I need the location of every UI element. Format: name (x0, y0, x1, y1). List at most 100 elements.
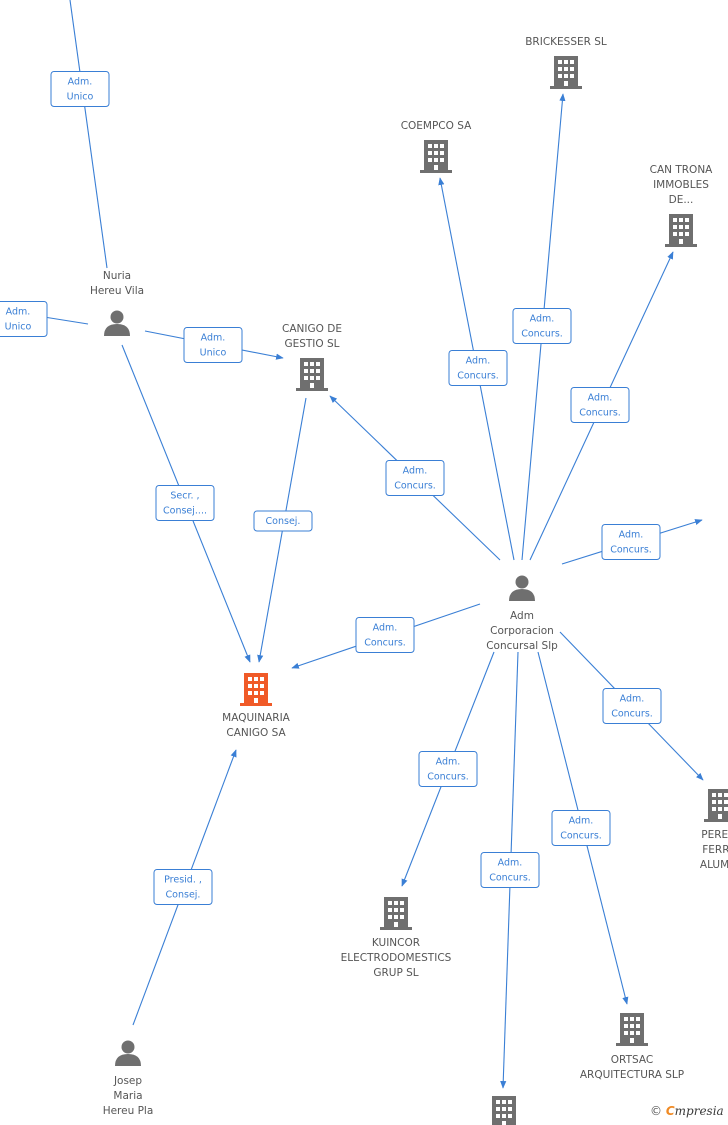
node-brickesser[interactable]: BRICKESSER SL (525, 36, 607, 89)
node-coempco[interactable]: COEMPCO SA (401, 120, 472, 173)
edge-label-text: Adm. (530, 314, 555, 325)
edge-line-e1 (69, 0, 108, 269)
node-kuincor[interactable]: KUINCOR ELECTRODOMESTICS GRUP SL (341, 897, 452, 979)
edge-label-text: Consej.... (163, 506, 207, 517)
node-label: CAN TRONA (650, 164, 714, 176)
edge-label-text: Adm. (373, 623, 398, 634)
node-label: KUINCOR (372, 937, 420, 949)
node-canigo_gestio[interactable]: CANIGO DE GESTIO SL (282, 323, 342, 391)
edge-label-box (551, 810, 611, 846)
edge-label-text: Concurs. (489, 873, 531, 884)
edge-label-e15[interactable]: Adm. Concurs. (480, 852, 540, 888)
edge-label-text: Unico (5, 322, 32, 333)
brand-initial: C (665, 1104, 675, 1118)
edge-label-text: Adm. (588, 393, 613, 404)
building-icon (550, 56, 582, 89)
edge-label-e2[interactable]: Adm. Unico (0, 301, 48, 337)
edge-label-box (253, 510, 313, 532)
edge-label-e3[interactable]: Adm.Unico (183, 327, 243, 363)
edge-label-box (602, 688, 662, 724)
edge-label-box (448, 350, 508, 386)
node-label: Corporacion (490, 625, 554, 637)
edge-label-e6[interactable]: Presid. ,Consej. (153, 869, 213, 905)
node-label: GESTIO SL (284, 338, 339, 350)
node-label: ALUMIN (700, 859, 728, 871)
node-label: PERE V (701, 829, 728, 841)
node-label: Hereu Pla (103, 1105, 154, 1117)
node-maquinaria[interactable]: MAQUINARIA CANIGO SA (222, 673, 291, 739)
building-icon (296, 358, 328, 391)
building-icon (240, 673, 272, 706)
node-label: Concursal Slp (486, 640, 558, 652)
edge-label-box (601, 524, 661, 560)
edge-label-box (385, 460, 445, 496)
node-bottom_co[interactable] (488, 1096, 520, 1125)
edge-label-e4[interactable]: Secr. , Consej.... (155, 485, 215, 521)
building-icon (420, 140, 452, 173)
edge-label-text: Unico (200, 348, 227, 359)
edge-label-box (50, 71, 110, 107)
edge-label-e14[interactable]: Adm. Concurs. (418, 751, 478, 787)
node-label: ELECTRODOMESTICS (341, 952, 452, 964)
edge-label-box (153, 869, 213, 905)
edge-label-text: Adm. (403, 466, 428, 477)
edge-label-text: Adm. (498, 858, 523, 869)
copyright-symbol: © (650, 1104, 662, 1118)
node-label: Nuria (103, 270, 131, 282)
node-label: CANIGO SA (226, 727, 286, 739)
node-label: FERRO (702, 844, 728, 856)
edge-label-text: Unico (67, 92, 94, 103)
edge-label-e1[interactable]: Adm. Unico (50, 71, 110, 107)
node-label: Adm (510, 610, 534, 622)
edge-label-e16[interactable]: Adm.Concurs. (551, 810, 611, 846)
edge-label-text: Adm. (436, 757, 461, 768)
edge-label-e13[interactable]: Adm. Concurs. (602, 688, 662, 724)
node-label: MAQUINARIA (222, 712, 291, 724)
edge-label-e8[interactable]: Adm. Concurs. (355, 617, 415, 653)
node-pere[interactable]: PERE V FERRO ALUMIN (700, 789, 728, 871)
person-icon (115, 1040, 141, 1066)
edge-label-box (570, 387, 630, 423)
edge-label-e9[interactable]: Adm.Concurs. (448, 350, 508, 386)
edge-label-text: Concurs. (457, 371, 499, 382)
node-label: GRUP SL (373, 967, 418, 979)
edge-label-text: Adm. (68, 77, 93, 88)
edge-label-text: Secr. , (170, 491, 199, 502)
edge-label-box (512, 308, 572, 344)
edge-label-text: Concurs. (427, 772, 469, 783)
edge-label-e10[interactable]: Adm. Concurs. (512, 308, 572, 344)
brand-name: mpresia (674, 1104, 724, 1118)
edge-label-text: Concurs. (364, 638, 406, 649)
edge-label-box (355, 617, 415, 653)
node-label: IMMOBLES (653, 179, 709, 191)
node-label: ARQUITECTURA SLP (580, 1069, 684, 1081)
edge-label-box (155, 485, 215, 521)
edge-label-e12[interactable]: Adm.Concurs. (601, 524, 661, 560)
edge-label-text: Adm. (620, 694, 645, 705)
building-icon (704, 789, 728, 822)
node-label: ORTSAC (611, 1054, 653, 1066)
edge-label-box (0, 301, 48, 337)
edge-label-e7[interactable]: Adm. Concurs. (385, 460, 445, 496)
edge-label-e5[interactable]: Consej. (253, 510, 313, 532)
edge-label-text: Concurs. (521, 329, 563, 340)
edge-label-text: Concurs. (394, 481, 436, 492)
building-icon (616, 1013, 648, 1046)
edge-label-text: Adm. (619, 530, 644, 541)
edge-label-e11[interactable]: Adm.Concurs. (570, 387, 630, 423)
node-label: CANIGO DE (282, 323, 342, 335)
node-label: Josep (113, 1075, 142, 1087)
node-label: BRICKESSER SL (525, 36, 607, 48)
edge-label-text: Adm. (6, 307, 31, 318)
edge-label-box (418, 751, 478, 787)
node-ortsac[interactable]: ORTSAC ARQUITECTURA SLP (580, 1013, 684, 1081)
node-cantrona[interactable]: CAN TRONAIMMOBLESDE... (650, 164, 714, 247)
edge-label-text: Adm. (569, 816, 594, 827)
edge-label-text: Consej. (266, 516, 301, 527)
edge-label-text: Concurs. (611, 709, 653, 720)
